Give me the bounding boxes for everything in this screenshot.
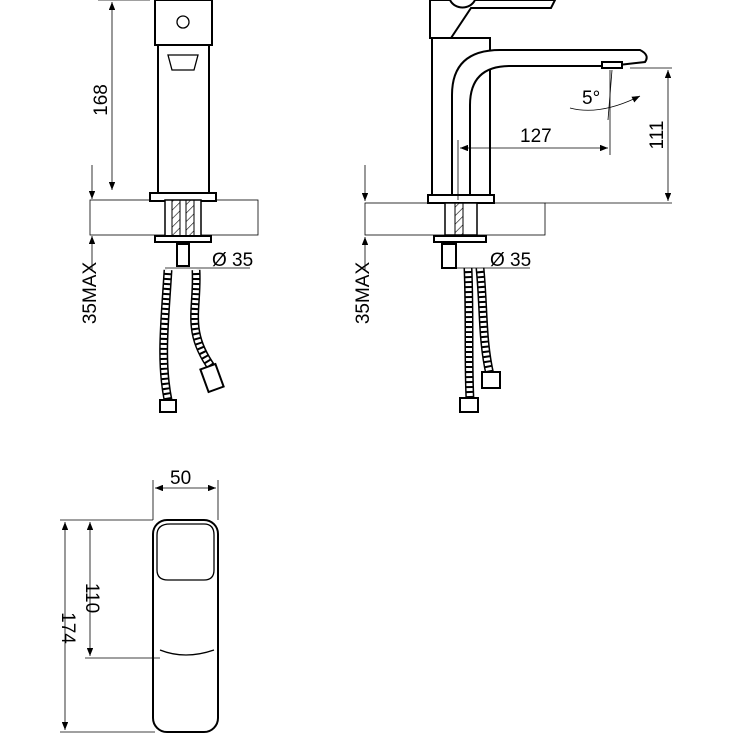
- diameter-dimension: Ø 35: [212, 250, 253, 271]
- body-top: [152, 519, 219, 733]
- angle-dimension: 5°: [582, 88, 600, 109]
- height-dimension: 168: [91, 84, 112, 116]
- aerator-side: [601, 61, 623, 69]
- hose-nut: [459, 397, 479, 413]
- handle-front: [154, 0, 213, 46]
- handle-length-dimension: 110: [81, 583, 102, 613]
- handle-top: [156, 523, 215, 581]
- max-thickness-dimension: 35MAX: [353, 262, 374, 325]
- hose-nut: [159, 399, 177, 413]
- hose-nut: [481, 371, 501, 389]
- reach-dimension: 127: [520, 126, 552, 147]
- side-view: 111 127 5° 35MAX Ø 35: [353, 0, 672, 413]
- length-dimension: 174: [57, 612, 78, 644]
- top-view: 50 110 174: [57, 468, 219, 733]
- spout: [451, 49, 648, 195]
- diameter-dimension: Ø 35: [490, 250, 531, 271]
- max-thickness-dimension: 35MAX: [80, 262, 101, 325]
- aerator-front: [167, 54, 199, 71]
- hose-nut: [199, 362, 225, 394]
- spout-height-dimension: 111: [647, 121, 668, 150]
- front-view: 168 35MAX Ø 35: [80, 0, 259, 413]
- body-front: [157, 44, 210, 196]
- indicator-icon: [176, 15, 190, 29]
- lever-handle: [429, 0, 557, 39]
- width-dimension: 50: [170, 468, 191, 489]
